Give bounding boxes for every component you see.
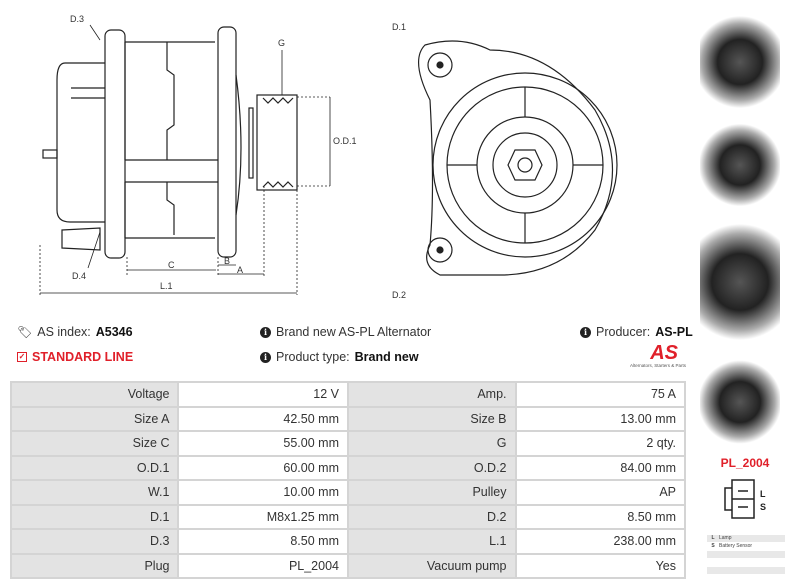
product-photo-side[interactable] <box>700 360 780 444</box>
spec-value: M8x1.25 mm <box>177 503 349 530</box>
product-photo-top[interactable] <box>700 124 780 206</box>
as-index: 🏷 AS index: A5346 <box>17 325 133 339</box>
as-index-value: A5346 <box>95 325 133 339</box>
product-photo-front[interactable] <box>700 12 780 112</box>
as-pl-logo: AS Alternators, Starters & Parts <box>629 342 686 368</box>
product-type: i Product type: Brand new <box>260 350 419 364</box>
check-square-icon: ✓ <box>17 352 27 362</box>
spec-value: PL_2004 <box>177 552 349 579</box>
spec-label: Size B <box>347 405 517 432</box>
spec-label: Vacuum pump <box>347 552 517 579</box>
standard-line-label: STANDARD LINE <box>32 350 134 364</box>
svg-text:L: L <box>760 489 766 499</box>
alternator-side-drawing <box>39 24 331 295</box>
spec-label: W.1 <box>9 479 180 506</box>
description: i Brand new AS-PL Alternator <box>260 325 431 339</box>
label-c: C <box>168 260 175 270</box>
description-text: Brand new AS-PL Alternator <box>276 325 432 339</box>
spec-label: Plug <box>9 552 180 579</box>
spec-value: 10.00 mm <box>177 479 349 506</box>
spec-label: O.D.2 <box>347 454 517 481</box>
spec-label: O.D.1 <box>9 454 180 481</box>
spec-value: 2 qty. <box>514 430 686 457</box>
tags-icon: 🏷 <box>17 325 33 339</box>
spec-label: Voltage <box>9 381 180 408</box>
label-g: G <box>278 38 286 48</box>
spec-value: 84.00 mm <box>514 454 686 481</box>
spec-label: Amp. <box>347 381 517 408</box>
spec-value: 8.50 mm <box>514 503 686 530</box>
spec-label: Size A <box>9 405 180 432</box>
spec-label: G <box>347 430 517 457</box>
plug-name: PL_2004 <box>720 456 770 470</box>
plug-legend-row-empty <box>707 567 785 574</box>
product-photo-rear[interactable] <box>700 212 780 352</box>
producer-value: AS-PL <box>655 325 693 339</box>
spec-label: D.3 <box>9 528 180 555</box>
spec-label: L.1 <box>347 528 517 555</box>
plug-legend-row-empty <box>707 551 785 558</box>
svg-text:S: S <box>760 502 766 512</box>
product-type-value: Brand new <box>354 350 419 364</box>
label-d4: D.4 <box>72 271 87 281</box>
spec-label: Size C <box>9 430 180 457</box>
label-b: B <box>224 256 231 266</box>
spec-label: Pulley <box>347 479 517 506</box>
info-icon: i <box>580 326 591 338</box>
plug-legend-row-empty <box>707 559 785 566</box>
spec-label: D.2 <box>347 503 517 530</box>
plug-connector-icon: L S <box>724 479 766 519</box>
info-icon: i <box>260 326 271 338</box>
as-index-label: AS index: <box>37 325 91 339</box>
spec-value: 42.50 mm <box>177 405 349 432</box>
product-type-label: Product type: <box>276 350 350 364</box>
spec-value: 55.00 mm <box>177 430 349 457</box>
spec-value: 13.00 mm <box>514 405 686 432</box>
spec-value: AP <box>514 479 686 506</box>
spec-value: 75 A <box>514 381 686 408</box>
info-icon: i <box>260 351 271 363</box>
spec-value: 8.50 mm <box>177 528 349 555</box>
standard-line: ✓ STANDARD LINE <box>17 350 133 364</box>
label-d1: D.1 <box>392 22 407 32</box>
spec-value: Yes <box>514 552 686 579</box>
label-od1: O.D.1 <box>333 136 357 146</box>
alternator-front-drawing <box>418 40 618 276</box>
label-a: A <box>237 265 244 275</box>
producer: i Producer: AS-PL <box>580 325 693 339</box>
label-l1: L.1 <box>160 281 173 291</box>
label-d2: D.2 <box>392 290 407 300</box>
spec-label: D.1 <box>9 503 180 530</box>
label-d3: D.3 <box>70 14 85 24</box>
producer-label: Producer: <box>596 325 651 339</box>
spec-value: 12 V <box>177 381 349 408</box>
spec-value: 238.00 mm <box>514 528 686 555</box>
spec-value: 60.00 mm <box>177 454 349 481</box>
